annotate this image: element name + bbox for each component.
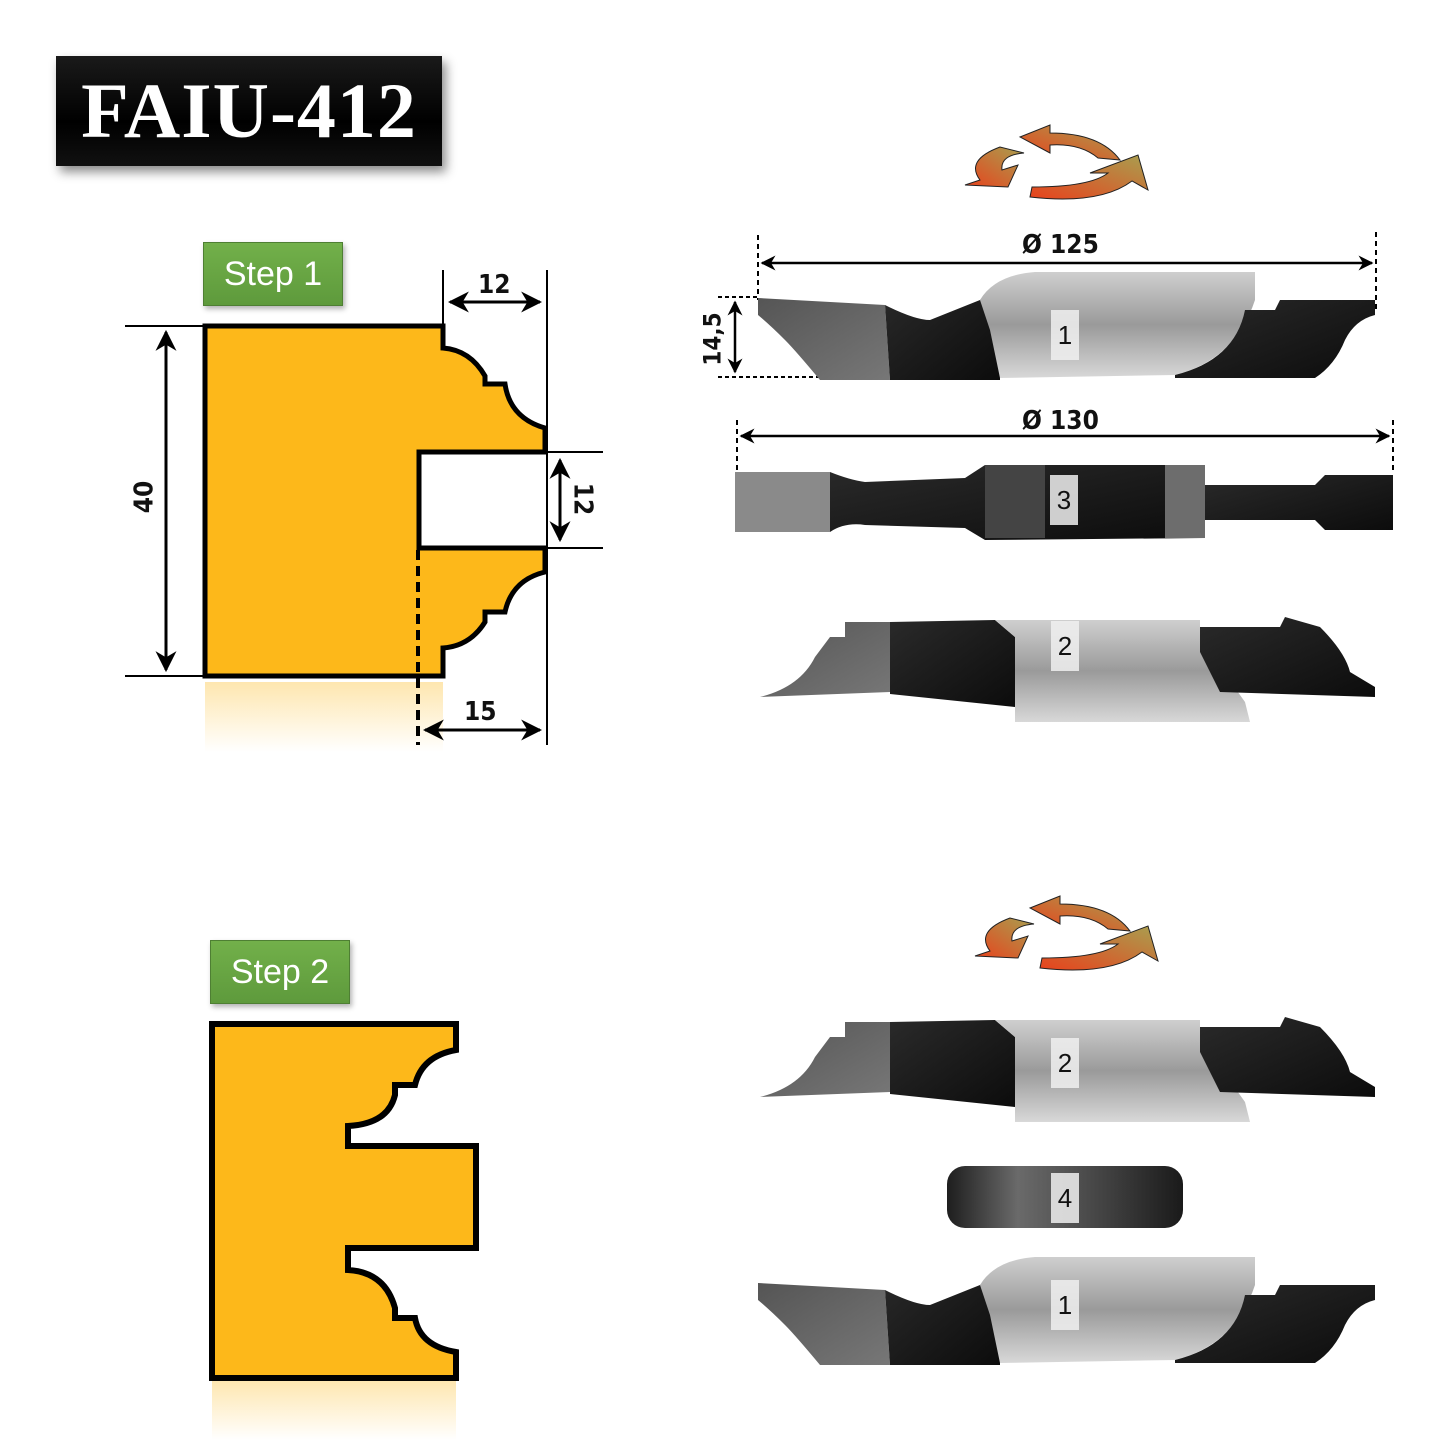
- rotation-arrows-icon: [964, 124, 1149, 200]
- cutter-blade-3: [735, 465, 1393, 540]
- cutter-blade-2-assembly-2: [760, 1017, 1375, 1122]
- step-1-label: Step 1: [223, 254, 323, 293]
- cutter-blade-1-assembly-2: [758, 1257, 1375, 1365]
- step-2-label: Step 2: [230, 952, 330, 991]
- depth-value: 15: [464, 697, 497, 727]
- cutter-3-number: 3: [1050, 475, 1078, 525]
- rotation-arrows-icon-2: [974, 895, 1159, 971]
- cutter-blade-2: [760, 617, 1375, 722]
- top-width-value: 12: [478, 270, 511, 300]
- cutter-blade-1: [758, 272, 1375, 380]
- diameter-125-value: Ø 125: [1022, 230, 1099, 260]
- cutter-2-number: 2: [1051, 621, 1079, 671]
- step-2-profile-shape: [209, 1021, 479, 1381]
- cutter-2-number-assembly-2: 2: [1051, 1038, 1079, 1088]
- cutter-1-number-assembly-2: 1: [1051, 1280, 1079, 1330]
- spacer-4-number: 4: [1051, 1173, 1079, 1223]
- thickness-value: 14,5: [698, 312, 727, 366]
- step-2-badge: Step 2: [210, 940, 350, 1004]
- diameter-130-value: Ø 130: [1022, 406, 1099, 436]
- product-code: FAIU-412: [81, 67, 417, 154]
- step-1-profile-shape: [202, 323, 548, 679]
- step-1-badge: Step 1: [203, 242, 343, 306]
- cutter-1-number: 1: [1051, 310, 1079, 360]
- product-code-badge: FAIU-412: [56, 56, 442, 166]
